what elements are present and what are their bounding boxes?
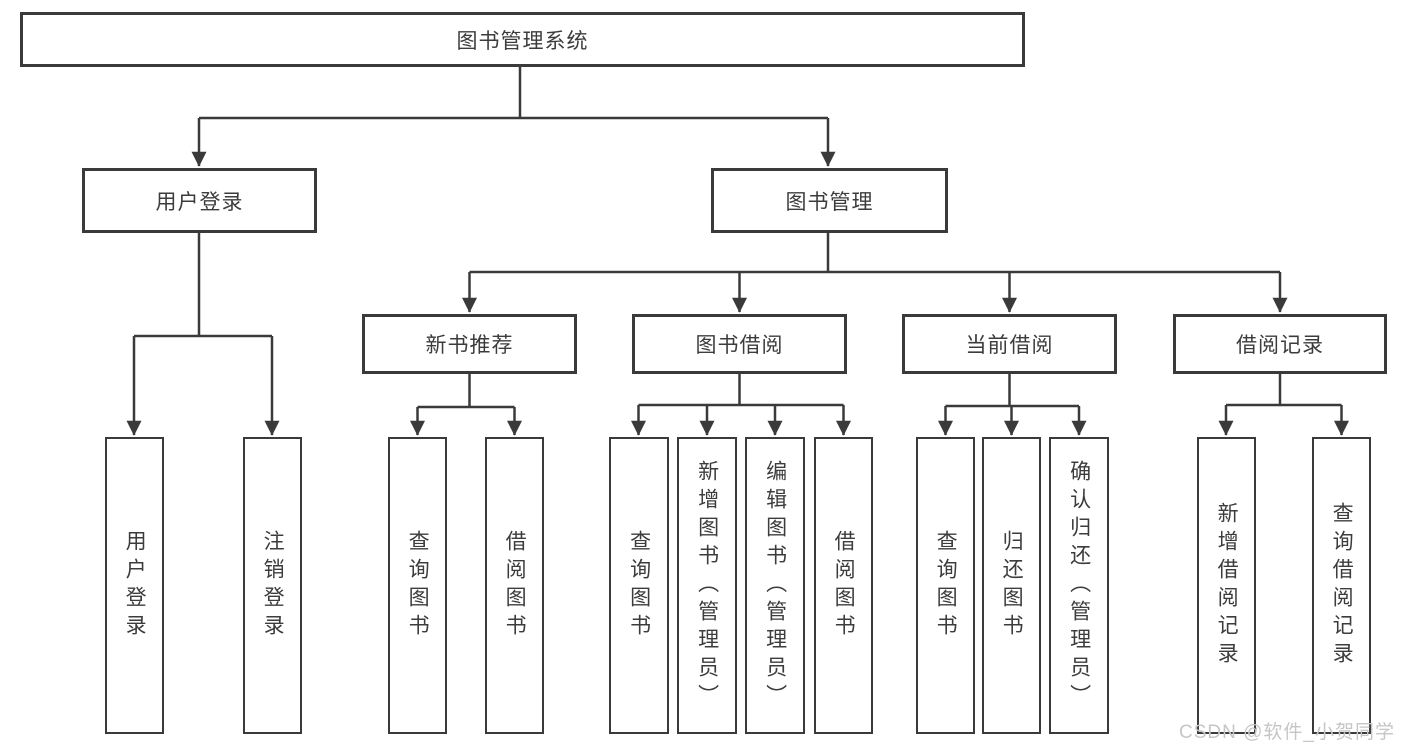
leaf-cb-return-books: 归还图书 (982, 437, 1041, 734)
node-current-borrowing: 当前借阅 (902, 314, 1117, 374)
leaf-bb-query-books: 查询图书 (609, 437, 669, 734)
node-user-login: 用户登录 (82, 168, 317, 233)
leaf-br-add-record: 新增借阅记录 (1197, 437, 1256, 734)
leaf-nbr-query-books: 查询图书 (388, 437, 447, 734)
node-book-borrowing: 图书借阅 (632, 314, 847, 374)
node-borrowing-records: 借阅记录 (1173, 314, 1387, 374)
leaf-cb-query-books: 查询图书 (916, 437, 975, 734)
leaf-bb-borrow-books: 借阅图书 (814, 437, 873, 734)
node-book-management: 图书管理 (711, 168, 948, 233)
leaf-user-login: 用户登录 (105, 437, 164, 734)
leaf-nbr-borrow-books: 借阅图书 (485, 437, 544, 734)
leaf-cb-confirm-return-admin: 确认归还（管理员） (1049, 437, 1109, 734)
csdn-watermark: CSDN @软件_小贺同学 (1179, 722, 1395, 743)
node-new-book-recommendation: 新书推荐 (362, 314, 577, 374)
node-root-book-management-system: 图书管理系统 (20, 12, 1025, 67)
leaf-bb-edit-books-admin: 编辑图书（管理员） (745, 437, 805, 734)
leaf-logout: 注销登录 (243, 437, 302, 734)
leaf-bb-add-books-admin: 新增图书（管理员） (677, 437, 737, 734)
leaf-br-query-record: 查询借阅记录 (1312, 437, 1371, 734)
